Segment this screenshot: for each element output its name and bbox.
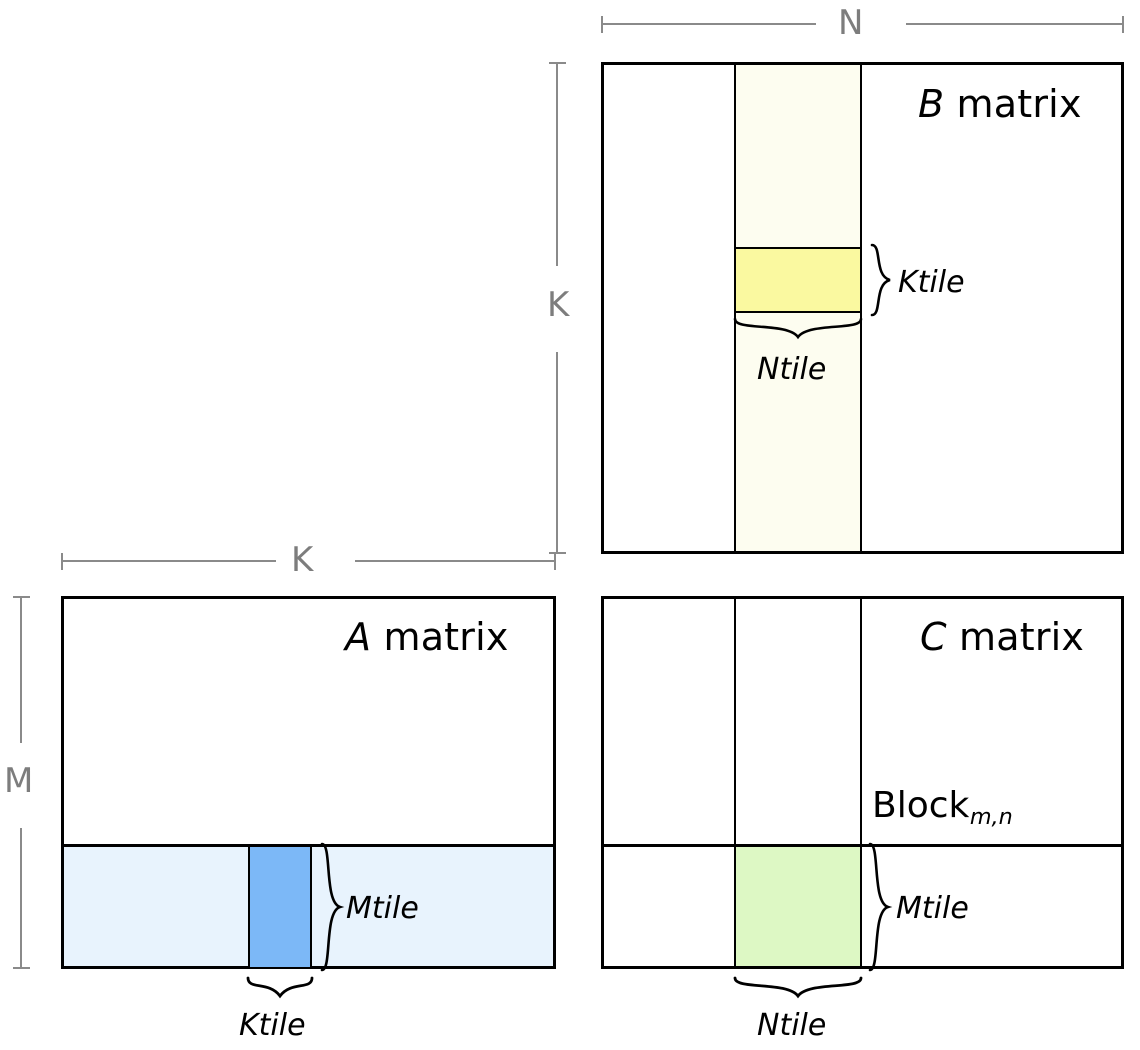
c-matrix-block-label-text: Block <box>872 785 970 826</box>
m-dimension-cap-bottom <box>13 967 30 969</box>
k-dimension-horizontal-line-right <box>355 560 555 562</box>
ntile-brace-b <box>733 317 863 340</box>
k-dimension-horizontal-label: K <box>291 540 314 580</box>
b-matrix-title: B matrix <box>918 82 1082 126</box>
b-matrix-box <box>601 62 1124 554</box>
c-matrix-block-label: Blockm,n <box>872 785 1013 830</box>
a-matrix-title: A matrix <box>345 615 509 659</box>
n-dimension-line-left <box>601 23 816 25</box>
m-dimension-line-bottom <box>20 828 22 968</box>
k-dimension-vertical-label: K <box>547 285 570 325</box>
a-matrix-title-suffix: matrix <box>371 615 509 659</box>
b-matrix-title-letter: B <box>918 82 945 126</box>
b-matrix-title-suffix: matrix <box>944 82 1082 126</box>
ktile-brace-a <box>246 976 314 999</box>
mtile-label-c: Mtile <box>896 891 969 926</box>
m-dimension-line-top <box>20 596 22 743</box>
ktile-label-b: Ktile <box>898 265 965 300</box>
k-dimension-vertical-line-bottom <box>556 352 558 554</box>
c-matrix-title-letter: C <box>920 615 947 659</box>
ntile-label-c: Ntile <box>757 1008 827 1043</box>
n-dimension-cap-right <box>1122 16 1124 33</box>
k-dimension-horizontal-cap-right <box>554 553 556 570</box>
c-matrix-title: C matrix <box>920 615 1084 659</box>
k-dimension-vertical-line-top <box>556 62 558 266</box>
c-matrix-box <box>601 596 1124 969</box>
c-matrix-title-suffix: matrix <box>946 615 1085 659</box>
ntile-label-b: Ntile <box>757 352 827 387</box>
m-dimension-label: M <box>4 761 34 801</box>
ktile-brace-b <box>870 243 891 317</box>
n-dimension-label: N <box>838 3 864 43</box>
c-matrix-row-divider <box>601 844 1124 847</box>
c-matrix-column-divider-right <box>860 596 862 969</box>
b-matrix-ktile-ntile-tile <box>734 247 862 313</box>
k-dimension-horizontal-line-left <box>61 560 276 562</box>
a-matrix-mtile-ktile-tile <box>248 845 312 969</box>
c-matrix-column-divider-left <box>734 596 736 969</box>
k-dimension-vertical-cap-bottom <box>549 552 566 554</box>
n-dimension-line-right <box>906 23 1122 25</box>
mtile-brace-c <box>868 842 893 972</box>
c-matrix-block-subscript: m,n <box>969 803 1013 830</box>
mtile-label-a: Mtile <box>346 891 419 926</box>
ntile-brace-c <box>733 976 863 999</box>
a-matrix-title-letter: A <box>345 615 372 659</box>
ktile-label-a: Ktile <box>239 1008 306 1043</box>
mtile-brace-a <box>320 842 345 972</box>
c-matrix-mtile-ntile-tile <box>734 845 862 968</box>
